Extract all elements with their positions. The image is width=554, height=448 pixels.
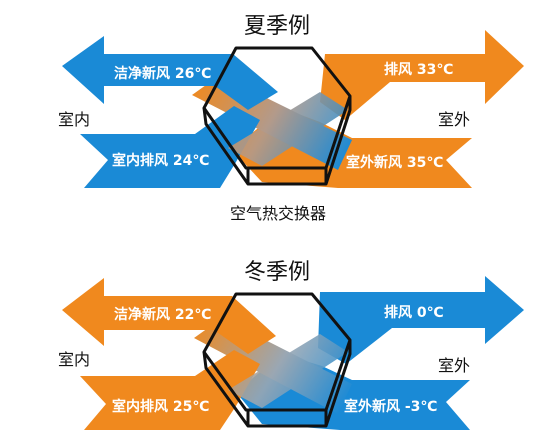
winter-clean-fresh-arrow xyxy=(62,278,276,354)
summer-panel: 夏季例 洁净新风 26℃ 排风 33℃ 室内排风 24℃ 室外新风 35℃ 室内 xyxy=(58,14,524,223)
winter-bottom-right-label: 室外新风 -3℃ xyxy=(344,399,438,415)
winter-top-right-label: 排风 0℃ xyxy=(384,305,444,321)
winter-indoor-label: 室内 xyxy=(58,350,91,369)
summer-crossing-band-b xyxy=(228,92,348,166)
winter-exhaust-arrow xyxy=(318,276,524,364)
summer-title: 夏季例 xyxy=(243,14,310,39)
summer-top-left-label: 洁净新风 26℃ xyxy=(114,66,212,82)
summer-exchanger-caption: 空气热交换器 xyxy=(230,204,327,223)
winter-outdoor-label: 室外 xyxy=(438,356,471,375)
summer-exchanger-icon xyxy=(202,46,352,186)
winter-crossing-band-b xyxy=(228,334,348,408)
summer-clean-fresh-arrow xyxy=(62,36,278,110)
winter-panel: 冬季例 洁净新风 22℃ 排风 0℃ 室内排风 25℃ 室外新风 -3℃ 室内 … xyxy=(0,224,554,448)
summer-outdoor-label: 室外 xyxy=(438,110,471,129)
summer-exhaust-arrow xyxy=(320,30,524,120)
winter-diagram xyxy=(62,276,524,430)
summer-top-right-label: 排风 33℃ xyxy=(384,62,454,78)
winter-exchanger-icon xyxy=(202,292,352,428)
winter-top-left-label: 洁净新风 22℃ xyxy=(114,307,212,323)
summer-bottom-right-label: 室外新风 35℃ xyxy=(346,155,444,171)
summer-bottom-left-label: 室内排风 24℃ xyxy=(112,153,210,169)
winter-bottom-left-label: 室内排风 25℃ xyxy=(112,399,210,415)
winter-indoor-exhaust-arrow xyxy=(80,350,260,430)
summer-indoor-exhaust-arrow xyxy=(80,106,260,188)
summer-diagram xyxy=(62,30,524,188)
winter-title: 冬季例 xyxy=(243,260,310,285)
summer-indoor-label: 室内 xyxy=(58,110,91,129)
